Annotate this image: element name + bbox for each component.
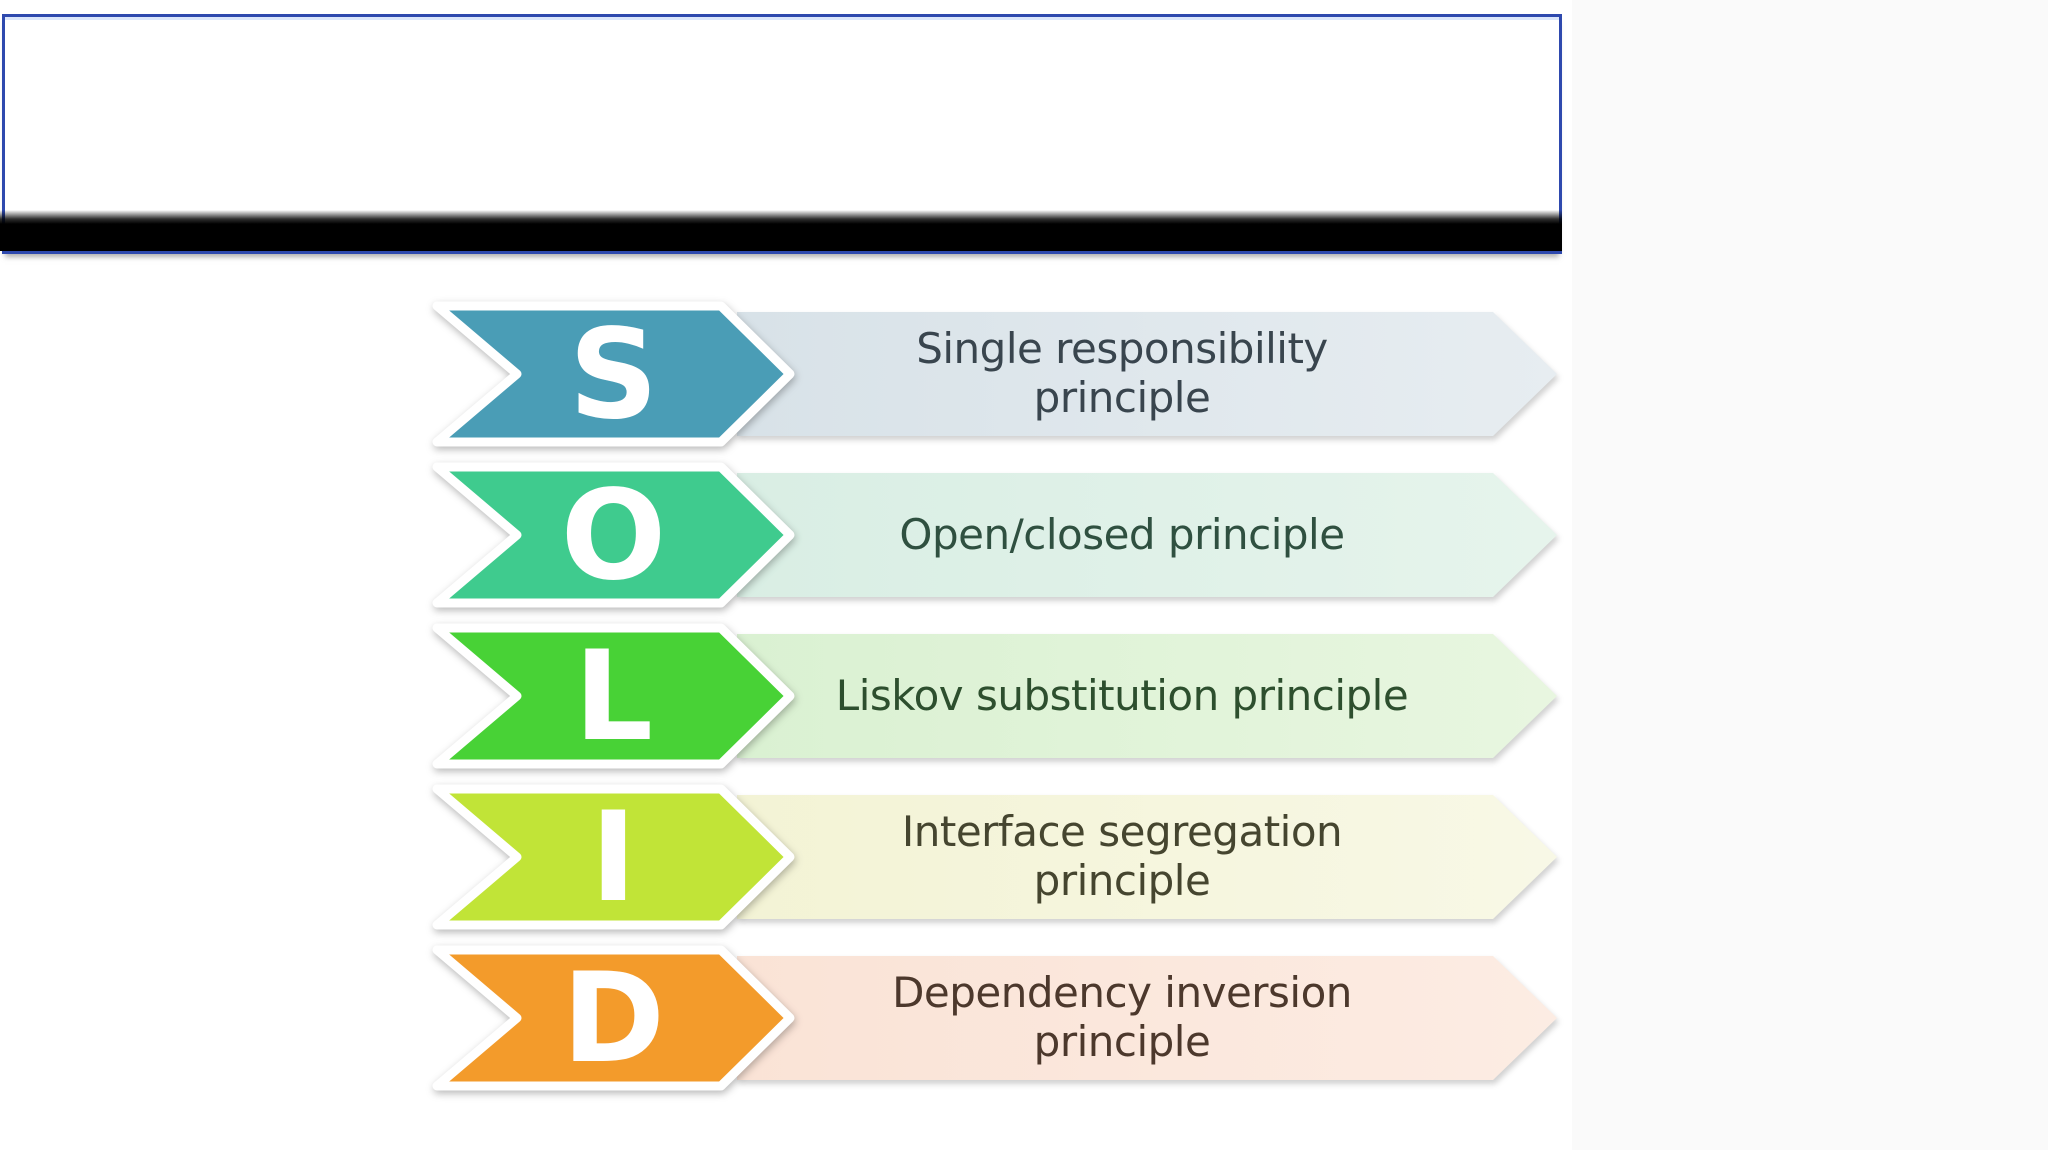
solid-row-open-closed: Open/closed principle O	[0, 462, 2048, 608]
principle-label-line1: Interface segregation	[901, 807, 1343, 857]
principle-letter: O	[560, 464, 667, 608]
principle-label-line2: principle	[1033, 856, 1211, 905]
principle-label-line2: principle	[1033, 373, 1211, 422]
principle-label-line1: Liskov substitution principle	[835, 670, 1409, 720]
chevron-arrow-icon	[432, 462, 795, 608]
principle-letter: L	[573, 625, 653, 769]
principle-letter: S	[568, 303, 659, 447]
chevron-arrow-icon	[432, 945, 795, 1091]
principle-banner: Dependency inversion principle	[737, 956, 1557, 1080]
principle-label-line1: Single responsibility	[916, 324, 1328, 374]
principle-banner: Interface segregation principle	[737, 795, 1557, 919]
chevron-arrow-icon	[432, 784, 795, 930]
principle-banner: Open/closed principle	[737, 473, 1557, 597]
principle-letter: I	[590, 786, 637, 930]
solid-row-liskov-substitution: Liskov substitution principle L	[0, 623, 2048, 769]
solid-row-interface-segregation: Interface segregation principle I	[0, 784, 2048, 930]
principle-letter: D	[562, 947, 665, 1091]
solid-row-dependency-inversion: Dependency inversion principle D	[0, 945, 2048, 1091]
solid-row-single-responsibility: Single responsibility principle S	[0, 301, 2048, 447]
principle-label-line2: principle	[1033, 1017, 1211, 1066]
title-divider-bar	[0, 210, 1562, 251]
principle-banner: Liskov substitution principle	[737, 634, 1557, 758]
principle-banner: Single responsibility principle	[737, 312, 1557, 436]
chevron-arrow-icon	[432, 301, 795, 447]
principle-label-line1: Open/closed principle	[899, 509, 1345, 559]
chevron-arrow-icon	[432, 623, 795, 769]
principle-label-line1: Dependency inversion	[892, 968, 1352, 1018]
app-background-strip	[1572, 0, 2048, 1150]
